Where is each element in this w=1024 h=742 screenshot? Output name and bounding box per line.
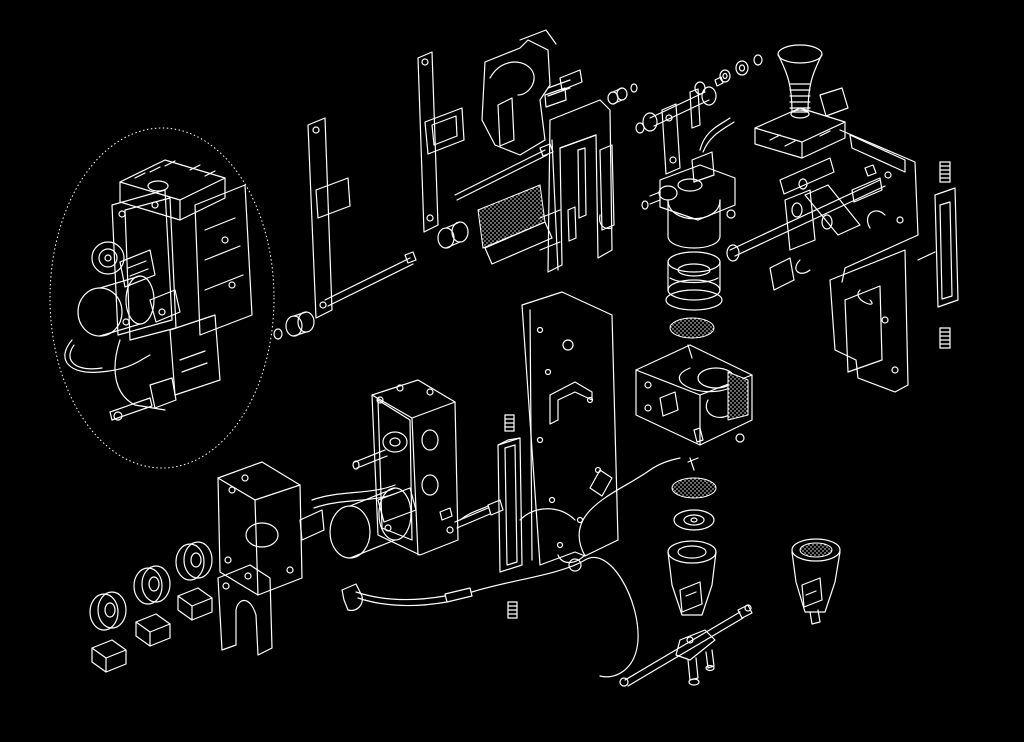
connector-elbow	[341, 583, 363, 611]
filter-disc-lower	[671, 477, 717, 499]
cam-bracket	[217, 564, 273, 656]
microswitch	[135, 613, 171, 647]
piston-cylinder	[665, 251, 723, 311]
cams-and-switches	[89, 541, 213, 673]
top-bracket-assembly	[726, 87, 919, 393]
assembled-unit	[64, 159, 253, 421]
sensor-probe	[454, 507, 491, 529]
small-hardware-top	[607, 54, 763, 175]
thin-plate-left	[307, 117, 333, 319]
small-washer	[273, 328, 283, 340]
cam-wheel	[89, 591, 127, 631]
right-rail-parts	[917, 161, 959, 349]
spring-bottom	[939, 327, 951, 349]
upper-plates	[307, 29, 583, 319]
brew-lower-stack	[667, 457, 717, 616]
loose-spring	[507, 601, 518, 619]
long-cable	[355, 591, 446, 601]
cam-wheel	[133, 565, 171, 605]
thin-plate-mid	[417, 51, 439, 233]
drain-valve-assembly	[619, 604, 753, 687]
drive-shaft-assembly	[273, 221, 469, 340]
detail-inset	[49, 127, 275, 469]
brewing-chamber	[635, 344, 753, 446]
rail-spring	[504, 414, 515, 432]
cam-wheel	[175, 541, 213, 581]
detail-inset-ellipse	[49, 127, 275, 469]
long-shaft	[324, 257, 414, 307]
microswitch	[91, 639, 127, 673]
gearbox	[352, 379, 459, 556]
drive-motor	[311, 484, 417, 559]
motor-mount-plate	[217, 461, 325, 596]
spring-top	[939, 161, 951, 183]
vertical-rail-left	[497, 414, 523, 573]
mesh-filter-plate	[477, 184, 553, 265]
channel-bracket	[539, 99, 615, 273]
microswitch	[177, 587, 213, 621]
long-rod	[454, 149, 548, 201]
spare-piston	[791, 538, 841, 625]
brew-head	[641, 117, 736, 249]
bushing	[285, 315, 303, 337]
funnel-hopper	[777, 44, 823, 119]
pivot-bracket	[481, 39, 551, 156]
center-frame-plate	[521, 291, 619, 572]
sensor-and-cables	[341, 457, 681, 678]
filter-disc-upper	[669, 317, 715, 339]
